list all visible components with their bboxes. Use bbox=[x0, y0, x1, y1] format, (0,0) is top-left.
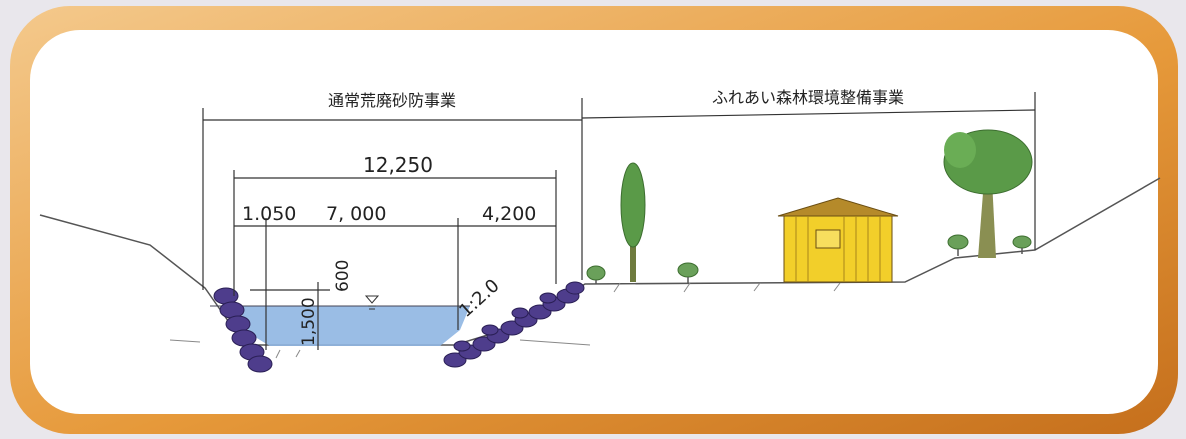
left-project-heading: 通常荒廃砂防事業 bbox=[328, 91, 456, 110]
right-project-heading: ふれあい森林環境整備事業 bbox=[712, 88, 904, 107]
water-level-symbol bbox=[364, 295, 380, 310]
right-berm-label: 4,200 bbox=[482, 203, 536, 225]
hut bbox=[777, 197, 899, 283]
depth-label: 1,500 bbox=[299, 297, 319, 346]
dimension-lines bbox=[202, 92, 1036, 350]
tall-tree-left bbox=[620, 162, 646, 282]
left-bank-stones bbox=[213, 287, 273, 373]
large-tree-right bbox=[943, 129, 1033, 258]
overall-width-label: 12,250 bbox=[363, 153, 433, 177]
freeboard-label: 600 bbox=[333, 260, 353, 292]
water-body bbox=[238, 306, 470, 346]
right-bank-stones bbox=[443, 281, 585, 368]
left-berm-label: 1.050 bbox=[242, 203, 296, 225]
bush-stems bbox=[595, 248, 1023, 284]
channel-width-label: 7, 000 bbox=[326, 203, 386, 225]
bushes bbox=[586, 234, 1032, 281]
ground-hatching bbox=[169, 282, 841, 359]
